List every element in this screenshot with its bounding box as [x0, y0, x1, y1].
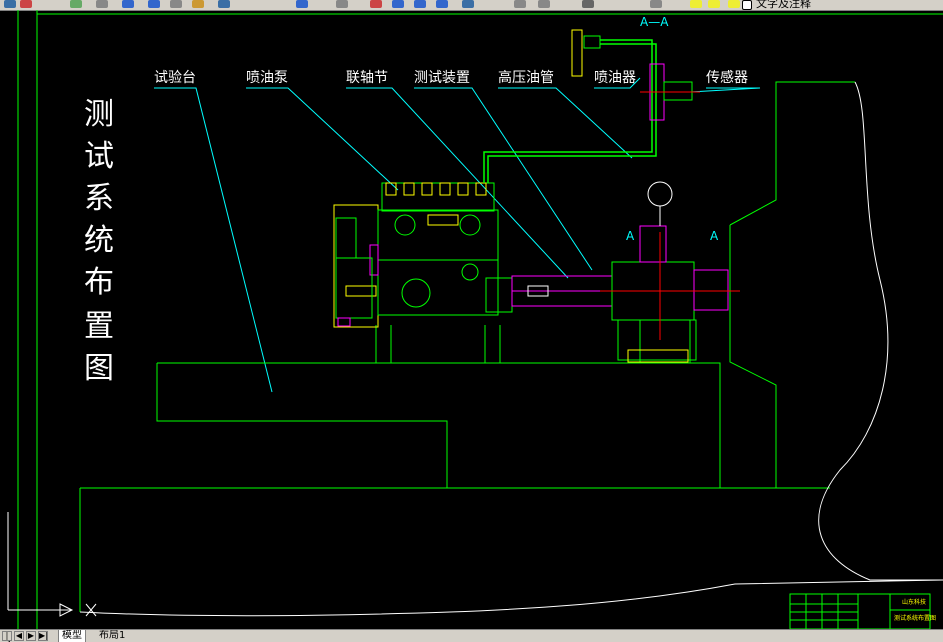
- drawing-title: 测 试 系 统 布 置 图: [84, 97, 114, 386]
- tool-palettes-icon[interactable]: [218, 0, 230, 8]
- layer-properties-icon[interactable]: [296, 0, 308, 8]
- title-char: 统: [84, 223, 114, 258]
- tab-first-button[interactable]: |◀: [2, 631, 12, 642]
- tab-next-button[interactable]: ▶: [26, 631, 36, 641]
- label-test-device: 测试装置: [414, 70, 470, 86]
- title-char: 图: [84, 351, 114, 386]
- zoom-in-icon[interactable]: [370, 0, 382, 8]
- title-char: 系: [84, 181, 114, 216]
- callout-labels: 试验台 喷油泵 联轴节 测试装置 高压油管 喷油器 传感器 A—A A A: [154, 15, 748, 243]
- tab-last-button[interactable]: ▶|: [38, 631, 48, 641]
- lightbulb-icon[interactable]: [690, 0, 702, 8]
- title-block: [789, 593, 931, 629]
- label-hp-pipe: 高压油管: [498, 69, 554, 86]
- tab-model[interactable]: 模型: [58, 630, 86, 642]
- properties-icon[interactable]: [170, 0, 182, 8]
- zoom-out-icon[interactable]: [392, 0, 404, 8]
- layer-name[interactable]: 文字及注释: [756, 0, 811, 10]
- drawing-canvas[interactable]: 测 试 系 统 布 置 图 试验台 喷油泵 联轴节 测试装置 高压油管 喷油器 …: [0, 10, 943, 629]
- high-pressure-pipe: [483, 39, 657, 183]
- label-coupling: 联轴节: [346, 70, 388, 86]
- title-block-school: 山东科技: [902, 598, 926, 606]
- table-icon[interactable]: [582, 0, 594, 8]
- title-char: 置: [84, 309, 114, 344]
- title-char: 测: [84, 97, 114, 132]
- test-bench: [79, 81, 855, 612]
- break-line: [79, 81, 943, 617]
- ucs-icon: [7, 512, 97, 617]
- table-style-icon[interactable]: [538, 0, 550, 8]
- toolbar: 文字及注释: [0, 0, 943, 11]
- label-injector: 喷油器: [594, 70, 636, 86]
- lock-icon[interactable]: [728, 0, 740, 8]
- tab-layout1[interactable]: 布局1: [99, 630, 126, 641]
- section-mark-right: A: [710, 229, 719, 243]
- label-test-bench: 试验台: [154, 70, 196, 86]
- layer-state-icon[interactable]: [336, 0, 348, 8]
- section-mark-left: A: [626, 229, 635, 243]
- label-sensor: 传感器: [706, 69, 748, 86]
- layer-dropdown-icon[interactable]: [650, 0, 662, 8]
- title-char: 试: [84, 139, 114, 174]
- injection-pump: [333, 182, 499, 328]
- zoom-all-icon[interactable]: [436, 0, 448, 8]
- sun-icon[interactable]: [708, 0, 720, 8]
- leader-lines: [154, 77, 761, 393]
- undo-icon[interactable]: [4, 0, 16, 8]
- redo-icon[interactable]: [20, 0, 32, 8]
- zoom-realtime-icon[interactable]: [96, 0, 108, 8]
- label-injection-pump: 喷油泵: [246, 70, 288, 86]
- zoom-window-icon[interactable]: [122, 0, 134, 8]
- dim-style-icon[interactable]: [514, 0, 526, 8]
- tab-prev-button[interactable]: ◀: [14, 631, 24, 641]
- section-mark-top: A—A: [640, 15, 669, 29]
- text-style-icon[interactable]: [462, 0, 474, 8]
- coupling-shaft: [485, 275, 613, 313]
- layout-tab-bar: |◀ ◀ ▶ ▶| 模型 布局1: [0, 629, 943, 642]
- design-center-icon[interactable]: [192, 0, 204, 8]
- title-block-name: 测试系统布置图: [894, 614, 936, 622]
- injector: [571, 29, 601, 77]
- test-device: [600, 181, 740, 363]
- layer-color-icon[interactable]: [742, 0, 752, 10]
- title-char: 布: [84, 265, 114, 300]
- zoom-previous-icon[interactable]: [148, 0, 160, 8]
- zoom-extents-icon[interactable]: [414, 0, 426, 8]
- pan-icon[interactable]: [70, 0, 82, 8]
- drawing-frame: [17, 10, 943, 629]
- sensor-section: [640, 63, 700, 121]
